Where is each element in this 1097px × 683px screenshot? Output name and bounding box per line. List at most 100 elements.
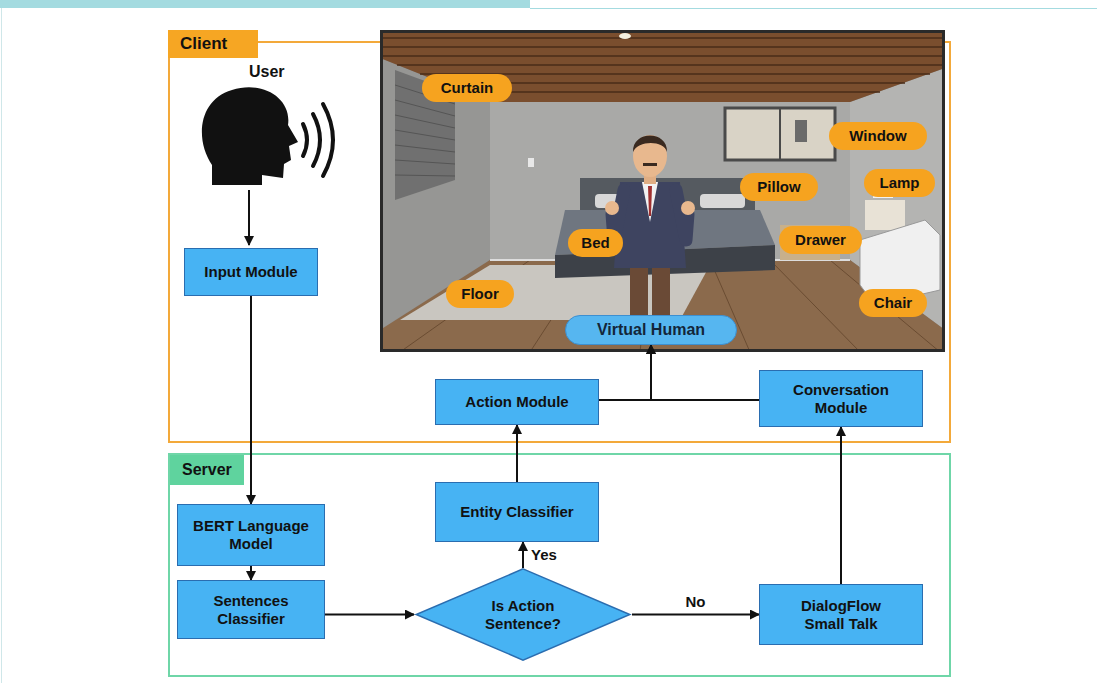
process-label: BERT Language Model xyxy=(178,517,324,553)
object-label: Lamp xyxy=(879,174,919,192)
room-illustration-part-part xyxy=(380,55,945,57)
room-illustration-part-part xyxy=(380,46,945,48)
decision-diamond: Is Action Sentence? xyxy=(414,568,632,661)
process-label: DialogFlow Small Talk xyxy=(786,597,896,633)
flow-arrow xyxy=(651,345,759,400)
room-illustration-part-part xyxy=(395,100,455,116)
room-illustration-part-part xyxy=(420,73,930,75)
object-tag: Lamp xyxy=(864,169,935,197)
room-illustration-part-part xyxy=(380,37,945,39)
process-box: Conversation Module xyxy=(759,370,923,427)
object-tag: Drawer xyxy=(779,226,862,254)
process-box: Action Module xyxy=(435,379,599,425)
room-illustration-part-part xyxy=(397,64,945,66)
process-label: Sentences Classifier xyxy=(178,592,324,628)
process-box: BERT Language Model xyxy=(177,504,325,566)
room-illustration-part-part xyxy=(648,186,652,216)
branch-label: No xyxy=(684,593,708,611)
diamond-shape xyxy=(416,569,630,660)
process-box: Entity Classifier xyxy=(435,482,599,542)
room-illustration-part xyxy=(380,30,945,102)
avatar-tag: Virtual Human xyxy=(565,315,737,345)
flow-arrow xyxy=(632,614,759,616)
object-tag: Window xyxy=(829,122,927,150)
branch-label: Yes xyxy=(529,546,559,564)
room-illustration-part-part xyxy=(605,201,619,215)
room-illustration-part-part xyxy=(710,260,750,352)
region-tab: Server xyxy=(170,455,244,485)
object-tag: Floor xyxy=(446,280,514,308)
process-label: Entity Classifier xyxy=(460,503,573,521)
room-illustration-part xyxy=(400,260,940,352)
object-tag: Pillow xyxy=(740,173,818,201)
room-illustration-part-part xyxy=(442,82,905,84)
room-illustration-part-part xyxy=(643,163,657,166)
flow-arrow xyxy=(599,345,651,400)
user-icon-part xyxy=(303,124,307,156)
page-decoration-part xyxy=(1,8,2,683)
flow-arrow xyxy=(325,614,414,616)
room-illustration-part xyxy=(779,108,781,160)
actor-label: User xyxy=(249,62,285,81)
room-illustration-part xyxy=(780,225,840,260)
room-illustration-part xyxy=(605,135,695,327)
room-illustration-part xyxy=(395,70,455,200)
page-decoration-part xyxy=(0,0,530,8)
object-tag: Curtain xyxy=(422,74,512,102)
region-band: ServerBERT Language ModelSentences Class… xyxy=(168,453,951,677)
process-label: Input Module xyxy=(204,263,297,281)
object-label: Curtain xyxy=(441,79,494,97)
room-illustration-part xyxy=(619,33,631,39)
region-title: Client xyxy=(180,34,227,54)
room-illustration-part xyxy=(528,158,534,167)
process-label: Conversation Module xyxy=(781,381,901,417)
object-tag: Bed xyxy=(568,229,623,257)
room-illustration-part xyxy=(795,120,807,142)
object-label: Bed xyxy=(581,234,609,252)
process-box: Input Module xyxy=(184,248,318,296)
room-illustration-part xyxy=(380,58,490,330)
user-icon-part xyxy=(323,104,333,176)
room-illustration-part-part xyxy=(395,115,455,128)
room-illustration-part-part xyxy=(395,85,455,104)
flow-arrow xyxy=(840,427,842,584)
room-illustration-part-part xyxy=(395,130,455,140)
room-illustration-part-part xyxy=(395,175,455,176)
room-illustration-part-part xyxy=(612,190,624,240)
room-illustration-part-part xyxy=(395,160,455,164)
object-label: Drawer xyxy=(795,231,846,249)
room-illustration-part xyxy=(850,68,945,330)
room-illustration-part xyxy=(780,242,840,243)
flow-arrow xyxy=(250,296,252,504)
object-label: Floor xyxy=(461,285,499,303)
room-illustration-part-part xyxy=(465,91,880,93)
user-icon-part xyxy=(313,114,320,166)
flow-arrow xyxy=(522,542,524,568)
flow-arrow xyxy=(250,566,252,580)
room-illustration-part xyxy=(725,108,835,160)
room-illustration-part-part xyxy=(633,135,667,177)
process-label: Action Module xyxy=(465,393,568,411)
room-illustration-part xyxy=(380,38,945,92)
room-illustration-part-part xyxy=(650,317,674,327)
room-illustration-part xyxy=(860,220,940,305)
region-tab: Client xyxy=(168,30,258,58)
room-illustration-part-part xyxy=(633,136,667,153)
room-illustration-part xyxy=(700,194,745,208)
room-illustration-part xyxy=(865,200,905,230)
room-illustration-part-part xyxy=(626,317,650,327)
process-box: Sentences Classifier xyxy=(177,580,325,639)
room-illustration-part-part xyxy=(642,182,658,222)
region-title: Server xyxy=(182,460,232,479)
user-icon-part xyxy=(202,87,298,185)
room-illustration-part-part xyxy=(395,145,455,152)
user-icon-part xyxy=(248,190,250,245)
object-label: Pillow xyxy=(757,178,800,196)
room-illustration-part xyxy=(395,85,455,176)
avatar-label: Virtual Human xyxy=(597,320,705,339)
room-illustration-part xyxy=(382,32,944,351)
room-illustration-part xyxy=(873,180,893,198)
page-decoration-part xyxy=(530,8,1097,9)
object-label: Chair xyxy=(874,294,912,312)
